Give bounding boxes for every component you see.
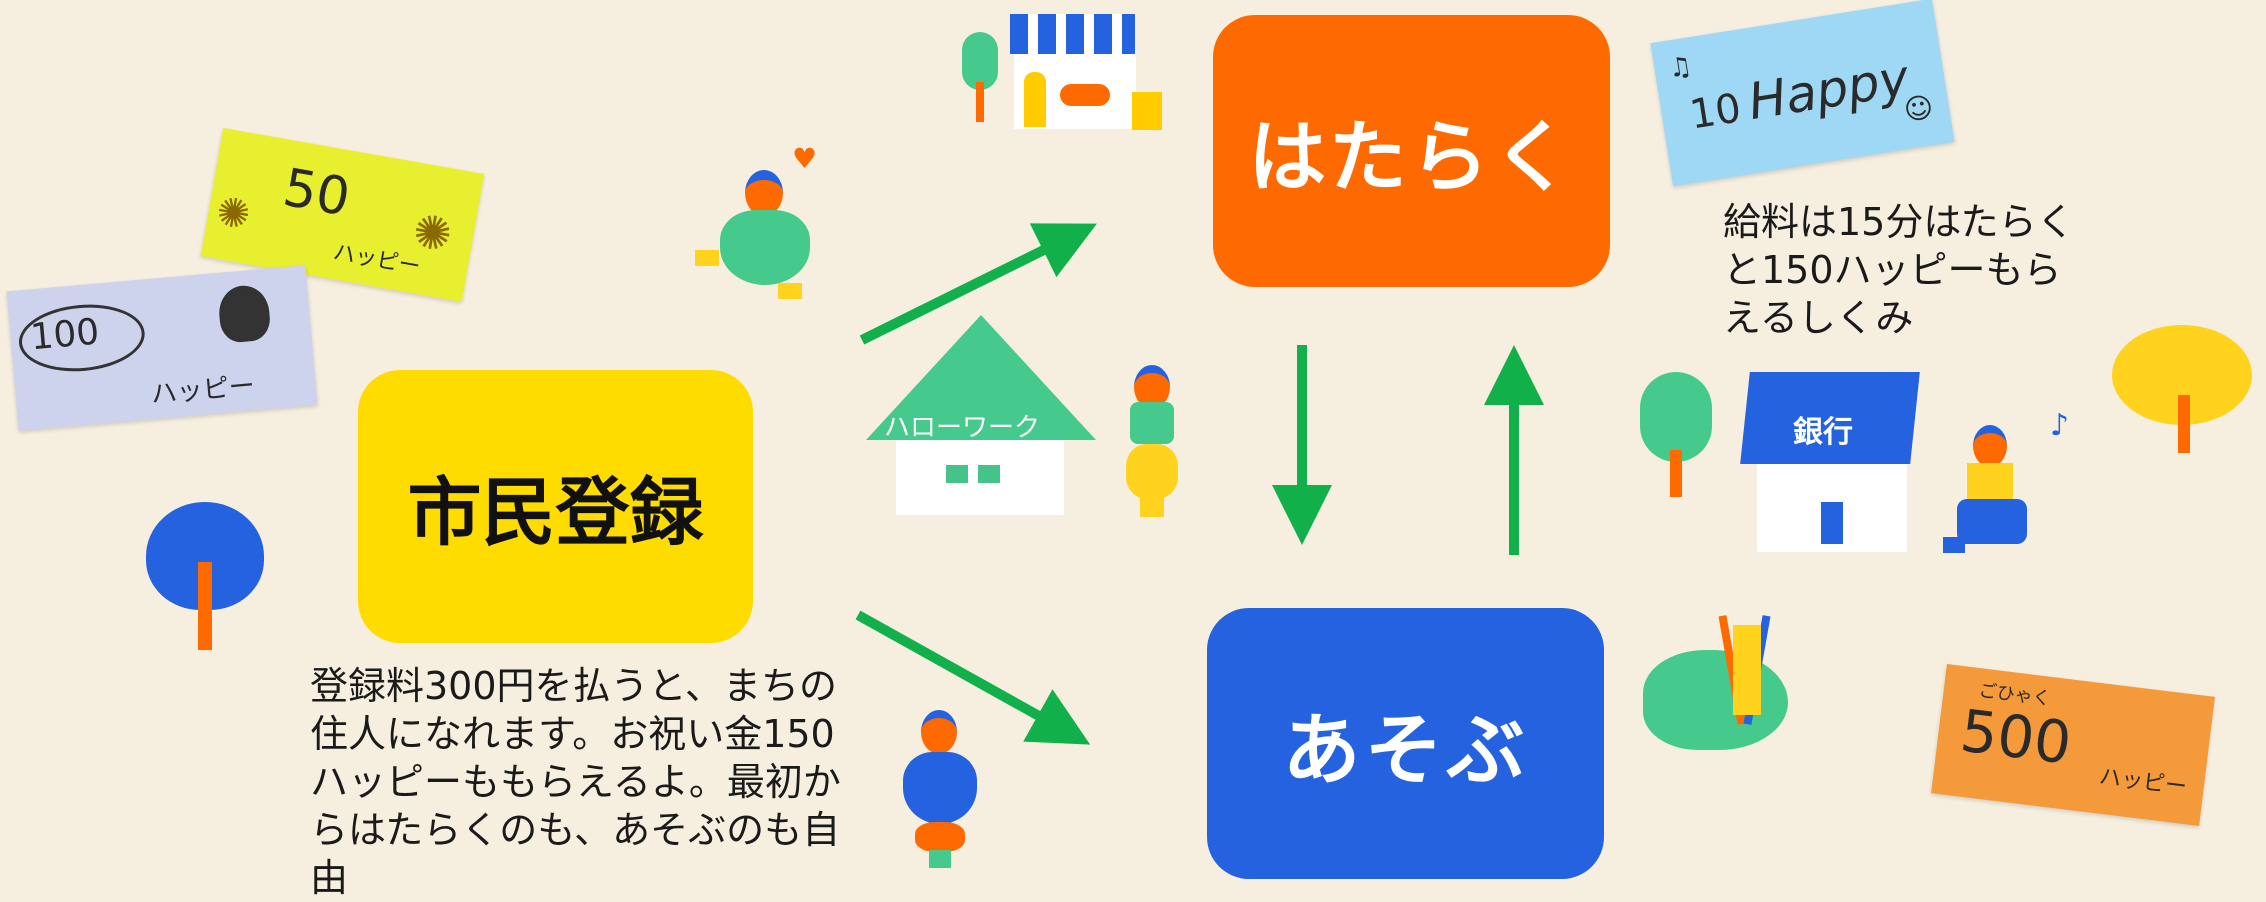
shop-awning xyxy=(1010,14,1135,54)
music-note-icon: ♪ xyxy=(2050,408,2070,443)
bank-door xyxy=(1821,502,1843,544)
shop-sign xyxy=(1132,92,1162,130)
sunflower-icon: ✺ xyxy=(212,188,254,240)
hellowork-building: ハローワーク xyxy=(866,315,1096,515)
shop-building xyxy=(1010,14,1170,130)
bill-500: ごひゃく 500 ハッピー xyxy=(1931,664,2215,826)
work-label: はたらく xyxy=(1248,113,1575,203)
bill-10-amount: 10 xyxy=(1686,85,1745,139)
bill-100-unit: ハッピー xyxy=(149,371,256,411)
tree-icon xyxy=(146,502,266,652)
bill-10: 10 Happy ♫ ☺ xyxy=(1650,0,1955,187)
tree-icon xyxy=(1636,372,1716,497)
person-jumping-icon xyxy=(690,165,830,305)
hellowork-window xyxy=(946,465,968,483)
bill-500-unit: ハッピー xyxy=(2097,764,2189,801)
hellowork-label: ハローワーク xyxy=(884,413,1041,443)
person-running-icon xyxy=(1935,425,2050,560)
register-label: 市民登録 xyxy=(407,470,704,556)
bank-building: 銀行 xyxy=(1740,372,1925,552)
register-note: 登録料300円を払うと、まちの住人になれます。お祝い金150ハッピーももらえるよ… xyxy=(310,664,841,900)
person-drawing-icon xyxy=(216,283,272,344)
bank-label: 銀行 xyxy=(1793,415,1853,450)
play-label: あそぶ xyxy=(1282,705,1529,796)
bill-10-unit: Happy xyxy=(1744,48,1913,132)
hellowork-roof xyxy=(866,315,1096,440)
bill-50-unit: ハッピー xyxy=(331,240,423,281)
bill-100: 100 ハッピー xyxy=(6,265,318,431)
shop-goods xyxy=(1060,84,1110,106)
tree-icon xyxy=(962,32,1002,122)
smiley-icon: ☺ xyxy=(1901,89,1936,128)
hellowork-window xyxy=(978,465,1000,483)
heart-icon: ♥ xyxy=(792,142,818,175)
shop-door xyxy=(1024,72,1046,127)
work-node: はたらく xyxy=(1213,15,1610,287)
tree-icon xyxy=(2112,325,2252,455)
salary-note: 給料は15分はたらくと150ハッピーもらえるしくみ xyxy=(1723,200,2075,340)
bill-100-amount: 100 xyxy=(28,311,101,359)
sunflower-icon: ✺ xyxy=(408,202,457,263)
playground-icon xyxy=(1643,615,1793,750)
play-node: あそぶ xyxy=(1207,608,1604,879)
bill-50-amount: 50 xyxy=(278,157,355,229)
music-note-icon: ♫ xyxy=(1666,51,1695,85)
person-cheering-icon xyxy=(1108,360,1198,525)
register-node: 市民登録 xyxy=(358,370,753,643)
person-waving-icon xyxy=(885,710,995,870)
bill-500-amount: 500 xyxy=(1956,696,2076,778)
